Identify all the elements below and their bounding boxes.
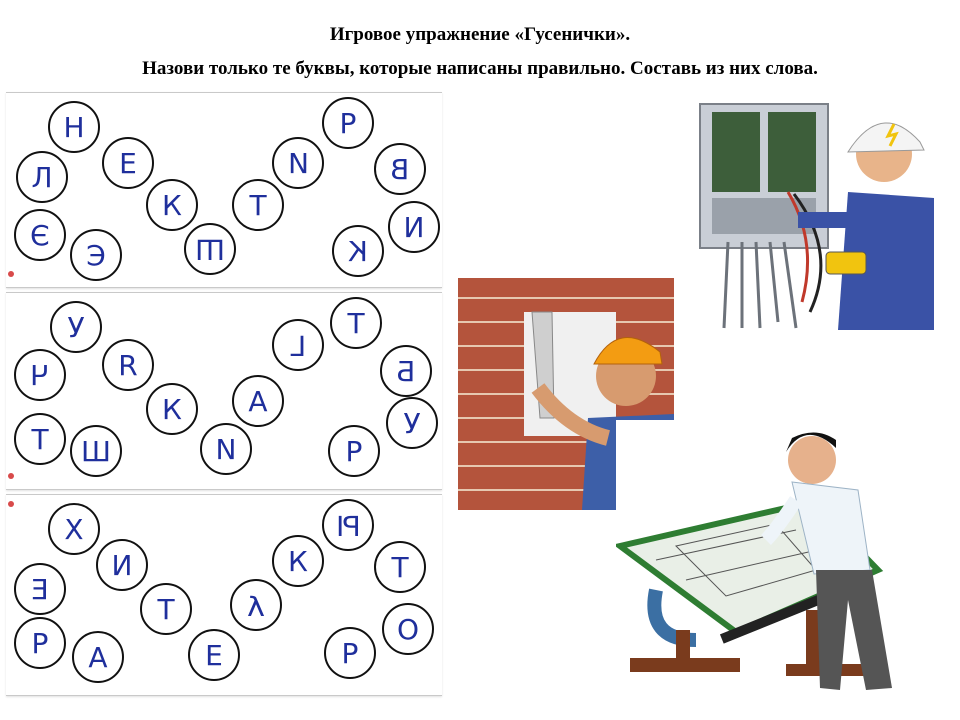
letter-bubble: В [374,143,426,195]
letter-bubble: О [382,603,434,655]
red-dot [8,473,14,479]
letter-bubble: Ш [70,425,122,477]
letter-bubble: У [230,579,282,631]
caterpillar-panel-3: Х Е И Т У К Ы Т Р А Е Р О [6,494,442,696]
letter-bubble: Е [102,137,154,189]
letter-bubble: К [146,179,198,231]
letter-bubble: К [332,225,384,277]
letter-bubble: У [50,301,102,353]
exercise-instruction: Назови только те буквы, которые написаны… [142,58,818,79]
letter-bubble: Ш [184,223,236,275]
caterpillar-panel-2: Ч У R К А Г Т Б Т Ш N Р У [6,292,442,490]
letter-bubble: Т [232,179,284,231]
letter-bubble: Н [48,101,100,153]
red-dot [8,501,14,507]
letter-bubble: Е [14,563,66,615]
letter-bubble: Г [272,319,324,371]
exercise-title: Игровое упражнение «Гусенички». [329,24,631,45]
letter-bubble: Б [380,345,432,397]
letter-bubble: Ч [14,349,66,401]
letter-bubble: К [146,383,198,435]
letter-bubble: И [96,539,148,591]
letter-bubble: Е [188,629,240,681]
letter-bubble: Т [14,413,66,465]
letter-bubble: Х [48,503,100,555]
letter-bubble: Р [14,617,66,669]
letter-bubble: Э [14,209,66,261]
letter-bubble: R [102,339,154,391]
caterpillar-panel-1: Л Н Е К Т И Р В Э Э Ш К И [6,92,442,288]
letter-bubble: А [232,375,284,427]
red-dot [8,271,14,277]
letter-bubble: Э [70,229,122,281]
letter-bubble: N [200,423,252,475]
letter-bubble: Ы [322,499,374,551]
letter-bubble: Л [16,151,68,203]
letter-bubble: И [388,201,440,253]
letter-bubble: К [272,535,324,587]
letter-bubble: Т [140,583,192,635]
letter-bubble: Т [374,541,426,593]
draftsman-image [616,420,930,696]
letter-bubble: Т [330,297,382,349]
letter-bubble: А [72,631,124,683]
letter-bubble: Р [328,425,380,477]
letter-bubble: Р [322,97,374,149]
letter-bubble: Р [324,627,376,679]
electrician-image [698,102,938,330]
letter-bubble: У [386,397,438,449]
letter-bubble: И [272,137,324,189]
